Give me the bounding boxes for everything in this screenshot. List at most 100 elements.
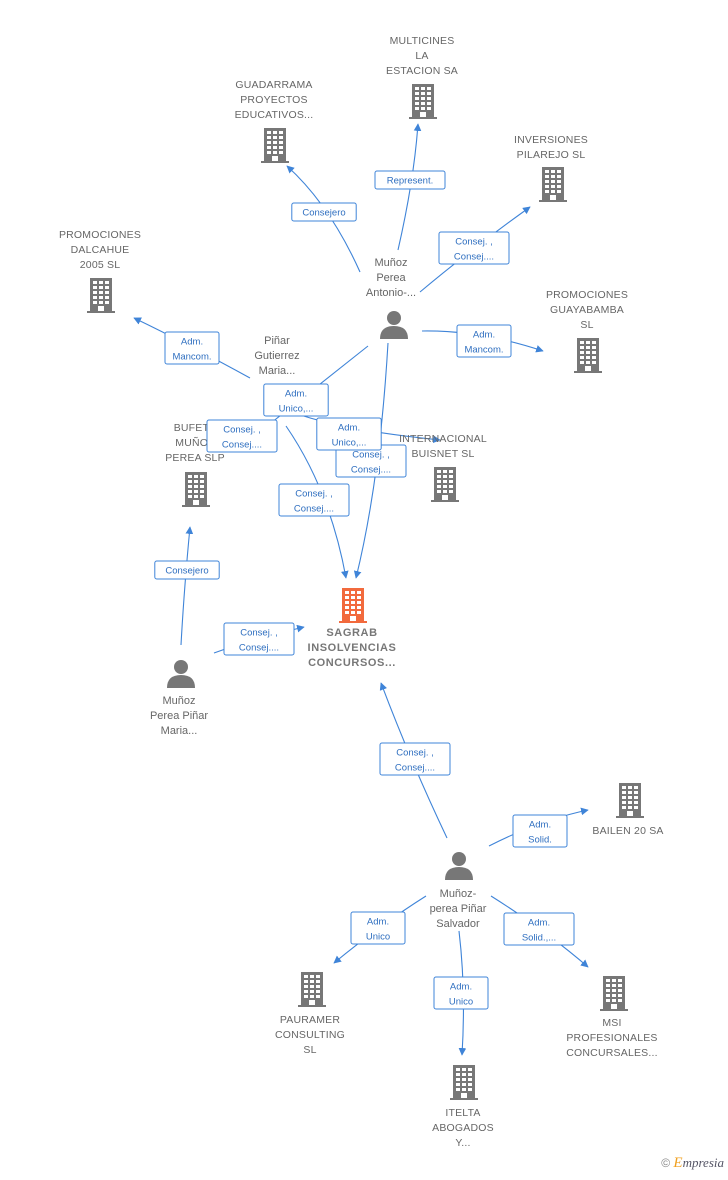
node-label-salvador: perea Piñar (430, 903, 487, 915)
edge-label-text: Unico (366, 932, 390, 943)
edge-label-text: Consej.... (351, 465, 391, 476)
edge-label-salvador-msi[interactable]: Adm.Solid.,... (503, 912, 575, 946)
edge-label-pinar_maria-sagrab[interactable]: Consej. , Consej.... (278, 483, 350, 517)
edge-label-text: Consej. , (295, 489, 333, 500)
edge-label-text: Adm. (338, 423, 360, 434)
edge-label-text: Unico,... (279, 404, 314, 415)
node-sagrab[interactable]: SAGRABINSOLVENCIASCONCURSOS... (308, 588, 397, 669)
edge-label-text: Mancom. (172, 352, 211, 363)
edge-label-perea_maria-bufete[interactable]: Consejero (154, 560, 220, 580)
node-label-multicines: LA (415, 50, 428, 62)
building-icon (409, 84, 437, 119)
edge-label-pinar_maria-internacional[interactable]: Adm. Unico,... (316, 417, 382, 451)
node-label-dalcahue: DALCAHUE (71, 244, 130, 256)
node-label-guayabamba: PROMOCIONES (546, 289, 628, 301)
node-guayabamba[interactable]: PROMOCIONES GUAYABAMBA SL (546, 289, 628, 373)
node-label-antonio: Antonio-... (366, 287, 416, 299)
footer-credit: © Empresia (661, 1155, 724, 1172)
node-label-itelta: ABOGADOS (432, 1122, 494, 1134)
edge-label-antonio-inversiones[interactable]: Consej. , Consej.... (438, 231, 510, 265)
edge-label-text: Consej.... (294, 504, 334, 515)
building-icon (616, 783, 644, 818)
node-label-antonio: Muñoz (374, 257, 407, 269)
edge-label-text: Mancom. (464, 345, 503, 356)
building-icon (574, 338, 602, 373)
node-label-salvador: Salvador (436, 918, 480, 930)
building-icon (87, 278, 115, 313)
node-label-pauramer: CONSULTING (275, 1029, 345, 1041)
node-label-multicines: ESTACION SA (386, 65, 458, 77)
brand-initial: E (673, 1155, 683, 1171)
edge-label-pinar_maria-dalcahue[interactable]: Adm.Mancom. (164, 331, 220, 365)
edge-label-salvador-pauramer[interactable]: Adm.Unico (350, 911, 406, 945)
node-pinar_maria[interactable]: PiñarGutierrezMaria... (254, 335, 299, 377)
edge-label-antonio-bufete[interactable]: Consej. , Consej.... (206, 419, 278, 453)
building-icon (600, 976, 628, 1011)
copyright-symbol: © (661, 1156, 671, 1170)
edge-label-salvador-itelta[interactable]: Adm.Unico (433, 976, 489, 1010)
node-guadarrama[interactable]: GUADARRAMA PROYECTOS EDUCATIVOS... (235, 79, 314, 163)
edge-label-salvador-sagrab[interactable]: Consej. , Consej.... (379, 742, 451, 776)
edge-label-text: Consej.... (395, 763, 435, 774)
edge-label-antonio-sagrab[interactable]: Consej. , Consej.... (335, 444, 407, 478)
edge-label-text: Consej. , (352, 450, 390, 461)
person-icon (380, 311, 408, 339)
node-label-dalcahue: PROMOCIONES (59, 229, 141, 241)
edge-label-text: Represent. (387, 176, 433, 187)
edge-label-antonio-multicines[interactable]: Represent. (374, 170, 446, 190)
node-label-inversiones: PILAREJO SL (517, 149, 586, 161)
node-bailen[interactable]: BAILEN 20 SA (592, 783, 663, 837)
brand-name: mpresia (682, 1155, 724, 1170)
edge-label-text: Consej. , (455, 237, 493, 248)
person-icon (445, 852, 473, 880)
node-inversiones[interactable]: INVERSIONES PILAREJO SL (514, 134, 588, 202)
edge-label-text: Solid.,... (522, 933, 556, 944)
edge-label-salvador-bailen[interactable]: Adm.Solid. (512, 814, 568, 848)
edge-label-pinar_maria-bufete[interactable]: Adm.Unico,... (263, 383, 329, 417)
node-label-perea_maria: Maria... (161, 725, 198, 737)
node-label-itelta: ITELTA (445, 1107, 480, 1119)
node-itelta[interactable]: ITELTAABOGADOSY... (432, 1065, 494, 1149)
node-label-guayabamba: GUAYABAMBA (550, 304, 624, 316)
node-msi[interactable]: MSIPROFESIONALESCONCURSALES... (566, 976, 658, 1059)
edge-label-text: Unico,... (332, 438, 367, 449)
edge-label-antonio-guayabamba[interactable]: Adm.Mancom. (456, 324, 512, 358)
node-label-sagrab: CONCURSOS... (308, 657, 396, 669)
building-icon (431, 467, 459, 502)
node-label-internacional: BUISNET SL (411, 448, 474, 460)
node-label-sagrab: INSOLVENCIAS (308, 642, 397, 654)
node-label-guayabamba: SL (580, 319, 593, 331)
node-label-pinar_maria: Maria... (259, 365, 296, 377)
edge-label-text: Consej. , (223, 425, 261, 436)
edge-line-perea_maria-bufete (180, 526, 194, 646)
node-label-msi: MSI (602, 1017, 621, 1029)
node-label-guadarrama: PROYECTOS (240, 94, 308, 106)
node-label-antonio: Perea (376, 272, 406, 284)
node-label-pinar_maria: Gutierrez (254, 350, 299, 362)
node-label-msi: PROFESIONALES (566, 1032, 657, 1044)
edge-label-text: Consej.... (222, 440, 262, 451)
building-icon (298, 972, 326, 1007)
edge-label-text: Consej. , (396, 748, 434, 759)
edge-label-text: Consej.... (454, 252, 494, 263)
node-label-bufete: BUFETE (174, 422, 217, 434)
node-label-inversiones: INVERSIONES (514, 134, 588, 146)
node-label-bailen: BAILEN 20 SA (592, 825, 663, 837)
node-antonio[interactable]: MuñozPereaAntonio-... (366, 257, 416, 339)
edge-label-perea_maria-sagrab[interactable]: Consej. ,Consej.... (223, 622, 295, 656)
building-icon (339, 588, 367, 623)
edge-label-text: Consej.... (239, 643, 279, 654)
edge-label-antonio-guadarrama[interactable]: Consejero (291, 202, 357, 222)
node-label-guadarrama: GUADARRAMA (235, 79, 312, 91)
node-label-guadarrama: EDUCATIVOS... (235, 109, 314, 121)
